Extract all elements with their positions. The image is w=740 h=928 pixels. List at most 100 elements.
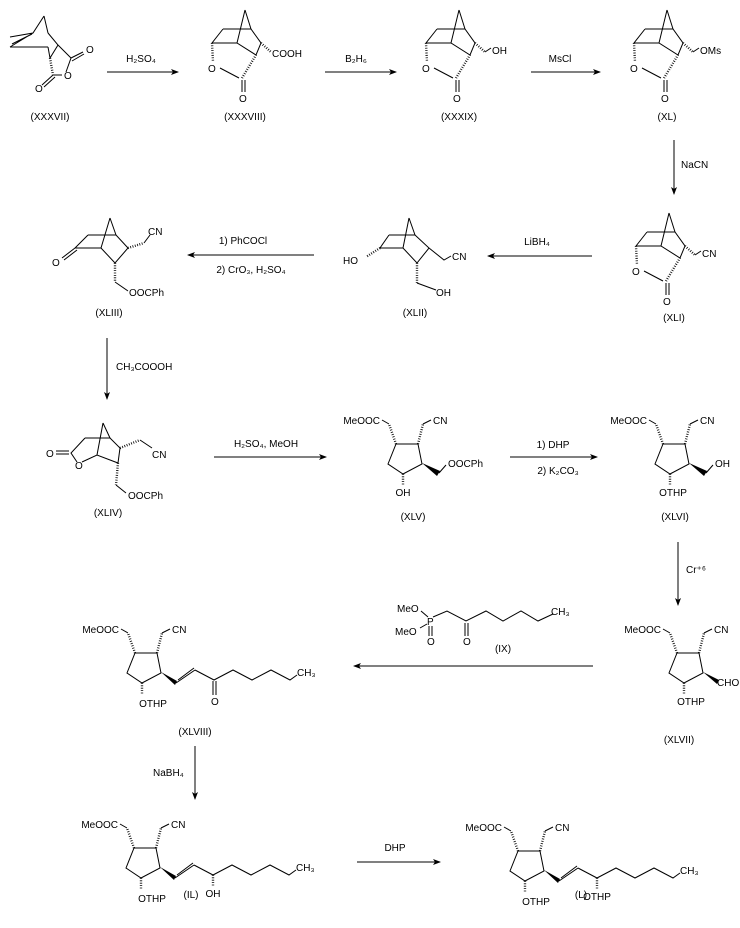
- atom-side: OOCPh: [448, 459, 483, 470]
- compound-xlv: MeOOC CN OOCPh OH (XLV): [343, 416, 483, 523]
- compound-label: (IX): [495, 644, 511, 655]
- atom-o: O: [64, 71, 72, 82]
- atom-ester: MeOOC: [465, 823, 502, 834]
- arrow-step-8: H₂SO₄, MeOH: [214, 439, 327, 460]
- reagent-label: H₂SO₄, MeOH: [234, 439, 298, 450]
- atom-ester: OOCPh: [129, 288, 164, 299]
- atom-meo: MeO: [395, 627, 417, 638]
- atom-p: P: [427, 617, 434, 628]
- reagent-label: B₂H₆: [345, 54, 367, 65]
- compound-xlviii: MeOOC CN O CH₃ OTHP (XLVIII): [82, 625, 315, 738]
- atom-bottom: OTHP: [139, 699, 167, 710]
- compound-label: (XXXIX): [441, 112, 477, 123]
- atom-o: O: [208, 64, 216, 75]
- compound-xliv: O O CN OOCPh (XLIV): [46, 422, 166, 519]
- atom-o: O: [46, 449, 54, 460]
- compound-xxxix: O O OH (XXXIX): [422, 9, 507, 123]
- arrow-step-2: B₂H₆: [325, 54, 397, 75]
- reagent-label: CH₃COOOH: [116, 362, 172, 373]
- atom-o: O: [427, 637, 435, 648]
- atom-bottom: OTHP: [138, 894, 166, 905]
- atom-ester: MeOOC: [610, 416, 647, 427]
- atom-cn: CN: [152, 450, 166, 461]
- compound-label: (XLI): [663, 313, 685, 324]
- atom-ch3: CH₃: [680, 866, 699, 877]
- reagent-label: 1) DHP: [537, 440, 570, 451]
- reagent-label: H₂SO₄: [126, 54, 156, 65]
- reagent-ix: MeO MeO P O O CH₃ (IX): [395, 604, 570, 655]
- arrow-step-3: MsCl: [531, 54, 601, 75]
- atom-bottom: OTHP: [677, 697, 705, 708]
- compound-xl: O O OMs (XL): [630, 9, 721, 123]
- compound-label: (XL): [658, 112, 677, 123]
- compound-xlii: HO CN OH (XLII): [343, 217, 466, 319]
- atom-side: CHO: [717, 678, 739, 689]
- reagent-label: 2) CrO₃, H₂SO₄: [216, 265, 285, 276]
- atom-o: O: [663, 297, 671, 308]
- atom-ester: MeOOC: [343, 416, 380, 427]
- compound-label: (XLVIII): [178, 727, 211, 738]
- atom-o: O: [211, 697, 219, 708]
- arrow-step-9: 1) DHP 2) K₂CO₃: [510, 440, 598, 477]
- atom-bottom: OTHP: [659, 488, 687, 499]
- atom-ester: OOCPh: [128, 491, 163, 502]
- atom-o: O: [463, 637, 471, 648]
- compound-xlvi: MeOOC CN OH OTHP (XLVI): [610, 416, 730, 523]
- compound-xxxviii: O O COOH (XXXVIII): [208, 9, 302, 123]
- arrow-step-12: NaBH₄: [153, 746, 198, 800]
- compound-label: (XLV): [401, 512, 426, 523]
- arrow-step-13: DHP: [357, 843, 441, 865]
- atom-ch3: CH₃: [297, 668, 316, 679]
- atom-bottom: OTHP: [522, 897, 550, 908]
- compound-xli: O O CN (XLI): [632, 212, 716, 324]
- atom-othp: OTHP: [583, 892, 611, 903]
- compound-label: (XLII): [403, 308, 427, 319]
- atom-o: O: [239, 94, 247, 105]
- atom-cn: CN: [171, 820, 185, 831]
- compound-label: (XXXVII): [31, 112, 70, 123]
- reagent-label: NaCN: [681, 160, 708, 171]
- compound-xlvii: MeOOC CN CHO OTHP (XLVII): [624, 625, 739, 746]
- atom-o: O: [86, 45, 94, 56]
- atom-ester: MeOOC: [81, 820, 118, 831]
- reagent-label: 2) K₂CO₃: [537, 466, 578, 477]
- atom-cn: CN: [452, 252, 466, 263]
- atom-o: O: [52, 258, 60, 269]
- compound-l: MeOOC CN OTHP CH₃ OTHP (L): [465, 823, 698, 908]
- reagent-label: LiBH₄: [524, 237, 550, 248]
- atom-side: OH: [715, 459, 730, 470]
- atom-o: O: [632, 267, 640, 278]
- compound-label-il: (IL): [184, 890, 199, 901]
- atom-cn: CN: [555, 823, 569, 834]
- arrow-step-6: 1) PhCOCl 2) CrO₃, H₂SO₄: [187, 236, 314, 276]
- compound-label: (XLVII): [664, 735, 694, 746]
- atom-o: O: [453, 94, 461, 105]
- arrow-step-4: NaCN: [671, 140, 708, 195]
- atom-oh: OH: [206, 889, 221, 900]
- compound-label: (XLVI): [661, 512, 689, 523]
- atom-o: O: [422, 64, 430, 75]
- atom-oh: OH: [436, 288, 451, 299]
- arrow-step-5: LiBH₄: [487, 237, 592, 259]
- atom-cn: CN: [148, 227, 162, 238]
- atom-o: O: [75, 461, 83, 472]
- atom-cn: CN: [172, 625, 186, 636]
- atom-ho: HO: [343, 256, 358, 267]
- substituent: COOH: [272, 49, 302, 60]
- atom-ch3: CH₃: [296, 863, 315, 874]
- reagent-label: NaBH₄: [153, 768, 184, 779]
- atom-ester: MeOOC: [82, 625, 119, 636]
- reagent-label: MsCl: [549, 54, 572, 65]
- atom-cn: CN: [714, 625, 728, 636]
- arrow-step-1: H₂SO₄: [107, 54, 179, 75]
- substituent: OMs: [700, 46, 721, 57]
- atom-cn: CN: [700, 416, 714, 427]
- compound-il: MeOOC CN OH CH₃ OTHP (IL): [81, 820, 314, 905]
- substituent: OH: [492, 46, 507, 57]
- atom-o: O: [35, 84, 43, 95]
- compound-label: (XLIII): [95, 308, 122, 319]
- substituent: CN: [702, 249, 716, 260]
- reagent-label: 1) PhCOCl: [219, 236, 267, 247]
- reagent-label: Cr⁺⁶: [686, 565, 706, 576]
